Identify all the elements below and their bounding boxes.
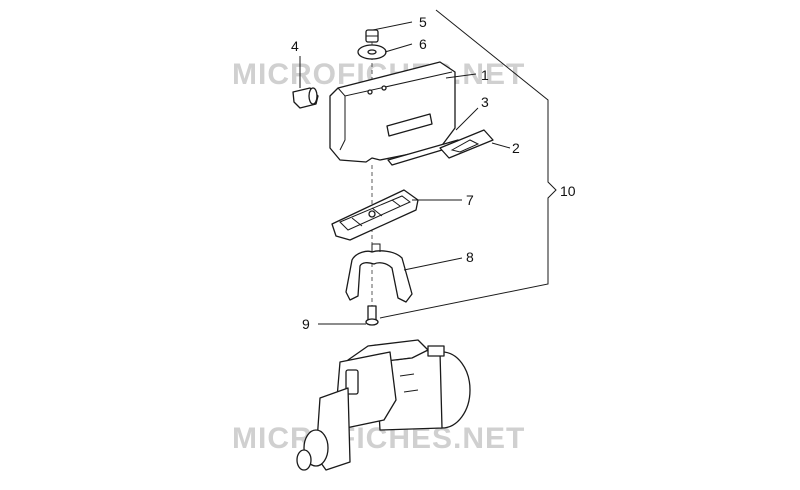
callout-2: 2 bbox=[512, 140, 520, 156]
part-1-cover bbox=[329, 61, 456, 163]
starter-motor bbox=[296, 339, 471, 471]
callout-7: 7 bbox=[466, 192, 474, 208]
part-8-clamp bbox=[345, 243, 413, 303]
part-4-rubber-cap bbox=[292, 87, 319, 109]
watermark-bottom: MICROFICHES.NET bbox=[232, 422, 525, 455]
callout-6: 6 bbox=[419, 36, 427, 52]
part-9-screw bbox=[365, 305, 379, 326]
callout-8: 8 bbox=[466, 249, 474, 265]
part-5-nut bbox=[365, 29, 379, 43]
callout-numbers: 5 6 4 1 3 2 10 7 8 9 bbox=[291, 14, 576, 332]
callout-4: 4 bbox=[291, 38, 299, 54]
part-2-label bbox=[439, 129, 494, 159]
part-7-bracket-plate bbox=[331, 189, 419, 241]
leader-lines bbox=[299, 9, 557, 325]
callout-9: 9 bbox=[302, 316, 310, 332]
callout-1: 1 bbox=[481, 67, 489, 83]
callout-3: 3 bbox=[481, 94, 489, 110]
callout-10: 10 bbox=[560, 183, 576, 199]
part-6-washer bbox=[357, 44, 387, 60]
callout-5: 5 bbox=[419, 14, 427, 30]
